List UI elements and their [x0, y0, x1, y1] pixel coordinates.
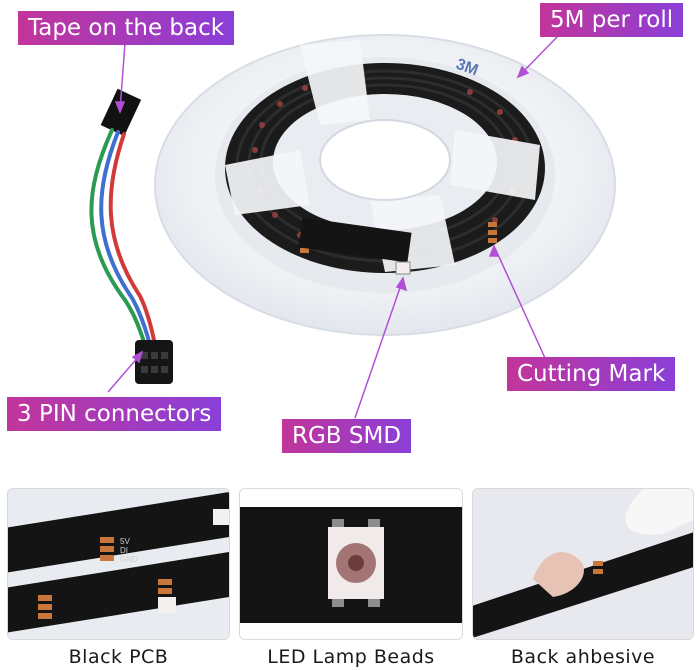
detail-black-pcb-photo: 5V DI GND	[7, 488, 230, 640]
led-strip-reel-illustration: 3M	[89, 34, 616, 419]
reel-brand-label: 3M	[454, 56, 481, 80]
callout-pin-connectors: 3 PIN connectors	[7, 397, 222, 431]
pcb-marking-voltage: 5V	[120, 537, 130, 546]
pcb-marking-data-in: DI	[120, 546, 128, 555]
caption-black-pcb: Black PCB	[68, 646, 169, 668]
callout-pointers	[107, 35, 559, 419]
three-pin-connector	[135, 340, 173, 384]
callout-length-per-roll: 5M per roll	[540, 3, 684, 37]
pcb-marking-ground: GND	[120, 555, 138, 564]
caption-back-adhesive: Back ahbesive	[510, 646, 656, 668]
callout-cutting-mark: Cutting Mark	[507, 357, 676, 391]
rgb-smd-chip	[395, 261, 411, 275]
wire-lead	[89, 88, 157, 347]
detail-led-lamp-bead-photo	[239, 488, 463, 640]
callout-rgb-smd: RGB SMD	[282, 419, 412, 453]
callout-tape-on-back: Tape on the back	[18, 11, 235, 45]
strip-end	[298, 217, 412, 275]
reel-hub	[319, 119, 451, 201]
caption-led-lamp-beads: LED Lamp Beads	[267, 646, 435, 668]
detail-back-adhesive-photo	[472, 488, 694, 640]
